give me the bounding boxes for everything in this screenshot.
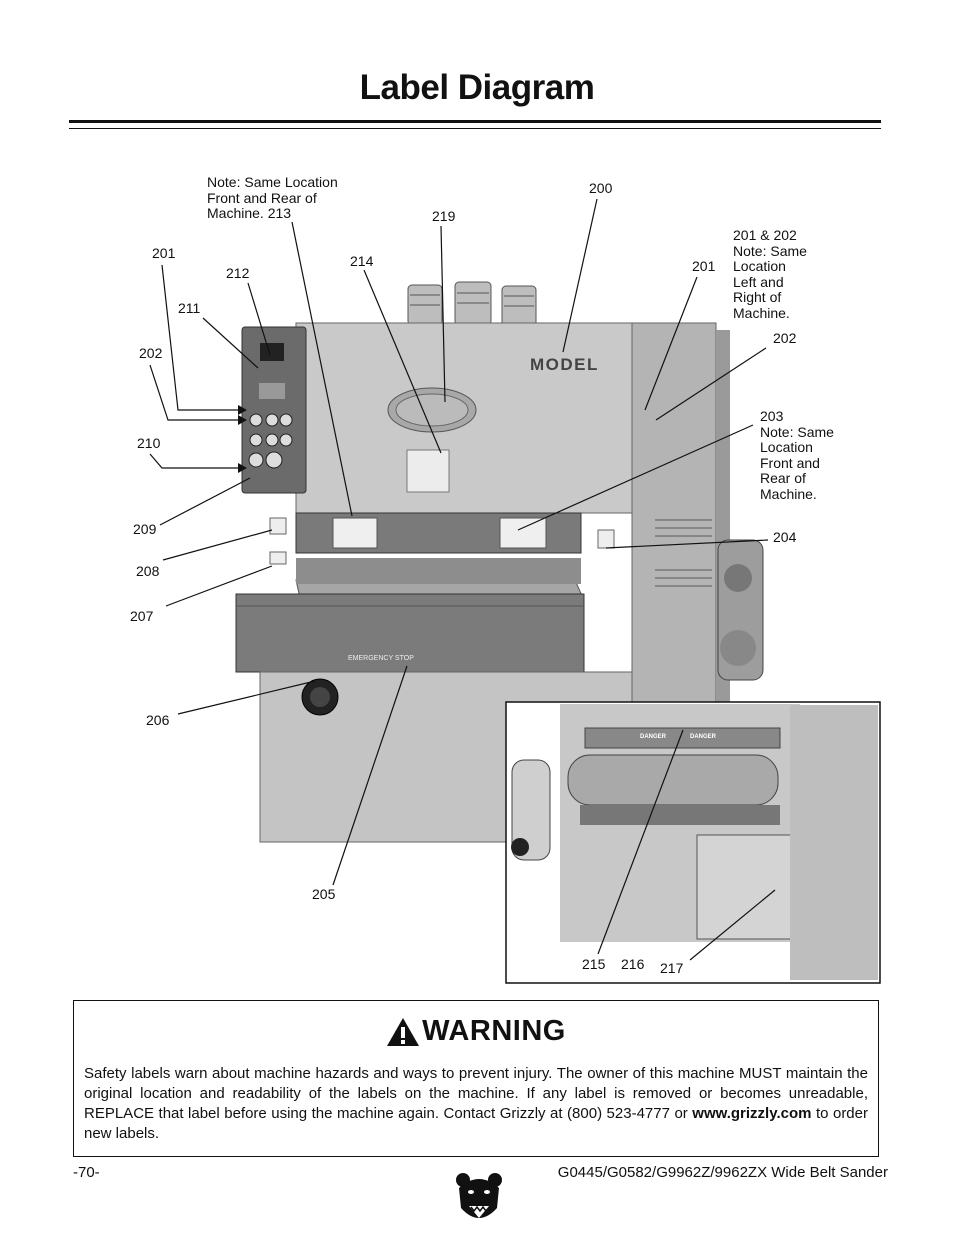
- callout-202-right: 202: [773, 330, 797, 346]
- callout-202-left: 202: [139, 345, 163, 361]
- title-rule-thin: [69, 128, 881, 129]
- warning-heading: WARNING: [74, 1015, 878, 1048]
- callout-215: 215: [582, 956, 606, 972]
- svg-text:DANGER: DANGER: [640, 734, 667, 740]
- callout-217: 217: [660, 960, 684, 976]
- callout-214: 214: [350, 253, 374, 269]
- callout-207: 207: [130, 608, 154, 624]
- callout-200: 200: [589, 180, 613, 196]
- callout-leader-lines: [149, 198, 776, 961]
- callout-201-right: 201: [692, 258, 716, 274]
- callout-209: 209: [133, 521, 157, 537]
- warning-body: Safety labels warn about machine hazards…: [84, 1064, 868, 1144]
- page-title: Label Diagram: [359, 68, 595, 107]
- svg-text:DANGER: DANGER: [690, 734, 717, 740]
- svg-text:EMERGENCY STOP: EMERGENCY STOP: [348, 655, 414, 662]
- callout-210: 210: [137, 435, 161, 451]
- warning-box: WARNING Safety labels warn about machine…: [73, 1000, 879, 1157]
- warning-heading-text: WARNING: [422, 1015, 566, 1047]
- table-front: [235, 593, 585, 673]
- callout-arrowheads: [238, 405, 247, 473]
- warning-triangle-icon: [387, 1017, 420, 1046]
- machine-illustration: MODEL EMERGENCY STOP DANGER DANGER: [149, 198, 881, 984]
- callout-205: 205: [312, 886, 336, 902]
- model-footer: G0445/G0582/G9962Z/9962ZX Wide Belt Sand…: [557, 1164, 888, 1181]
- callout-201-202-note: 201 & 202 Note: Same Location Left and R…: [733, 227, 807, 321]
- title-rule-thick: [69, 120, 881, 123]
- warning-body-end: to order new labels.: [84, 1105, 868, 1142]
- callout-213-note: Note: Same Location Front and Rear of Ma…: [207, 174, 338, 221]
- callout-204: 204: [773, 529, 797, 545]
- callout-201-left: 201: [152, 245, 176, 261]
- svg-text:MODEL: MODEL: [530, 355, 599, 374]
- callout-211: 211: [178, 300, 201, 316]
- page-number: -70-: [73, 1164, 100, 1181]
- callout-203-note: 203 Note: Same Location Front and Rear o…: [760, 408, 834, 502]
- callout-219: 219: [432, 208, 456, 224]
- grizzly-website-link[interactable]: www.grizzly.com: [692, 1105, 812, 1122]
- callout-208: 208: [136, 563, 160, 579]
- callout-206: 206: [146, 712, 170, 728]
- dust-ports: [407, 281, 537, 327]
- callout-212: 212: [226, 265, 250, 281]
- callout-216: 216: [621, 956, 645, 972]
- grizzly-bear-logo: [456, 1173, 502, 1218]
- warning-body-text: Safety labels warn about machine hazards…: [84, 1065, 868, 1122]
